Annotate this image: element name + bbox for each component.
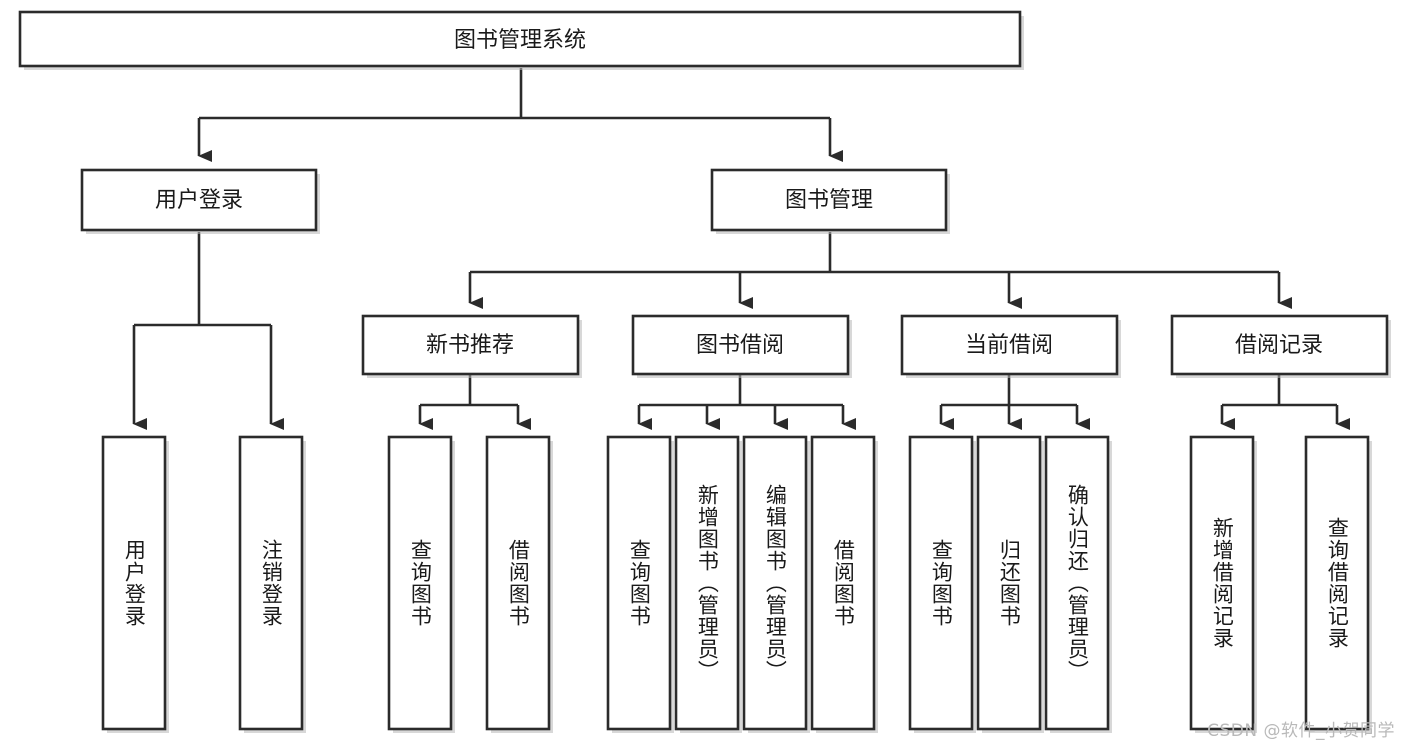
node-book-manage-rect (710, 168, 948, 232)
node-current-borrow-rect (900, 314, 1119, 376)
leaf-node-new-book-1[interactable] (387, 435, 455, 733)
leaf-rect (1189, 435, 1255, 731)
leaf-rect (606, 435, 672, 731)
leaf-node-user-login-1[interactable] (101, 435, 169, 733)
node-current-borrow-label: 当前借阅 (965, 333, 1053, 358)
leaf-node-current-borrow-1[interactable] (908, 435, 976, 733)
leaf-rect (1044, 435, 1110, 731)
node-user-login-label: 用户登录 (155, 188, 243, 213)
node-user-login[interactable]: 用户登录 (80, 168, 320, 234)
leaf-node-current-borrow-2[interactable] (976, 435, 1044, 733)
node-borrow-record[interactable]: 借阅记录 (1170, 314, 1391, 378)
node-book-borrow-label: 图书借阅 (696, 333, 784, 358)
node-borrow-record-rect (1170, 314, 1389, 376)
leaf-node-new-book-2[interactable] (485, 435, 553, 733)
node-book-borrow[interactable]: 图书借阅 (631, 314, 852, 378)
leaf-node-book-borrow-2[interactable] (674, 435, 742, 733)
node-book-manage-label: 图书管理 (785, 188, 873, 213)
leaf-rect (674, 435, 740, 731)
node-root-label: 图书管理系统 (454, 28, 586, 53)
node-book-borrow-rect (631, 314, 850, 376)
leaf-node-book-borrow-1[interactable] (606, 435, 674, 733)
leaf-rect (101, 435, 167, 731)
leaf-node-user-login-2[interactable] (238, 435, 306, 733)
leaf-rect (742, 435, 808, 731)
leaf-node-book-borrow-4[interactable] (810, 435, 878, 733)
node-root-rect (18, 10, 1022, 68)
leaf-rect (810, 435, 876, 731)
node-current-borrow[interactable]: 当前借阅 (900, 314, 1121, 378)
leaf-node-borrow-record-2[interactable] (1304, 435, 1372, 733)
node-root[interactable]: 图书管理系统 (18, 10, 1024, 70)
leaf-rect (238, 435, 304, 731)
leaf-node-book-borrow-3[interactable] (742, 435, 810, 733)
leaf-node-borrow-record-1[interactable] (1189, 435, 1257, 733)
node-new-book-recommend-rect (361, 314, 580, 376)
leaf-node-current-borrow-3[interactable] (1044, 435, 1112, 733)
node-new-book-recommend-label: 新书推荐 (426, 333, 514, 358)
node-new-book-recommend[interactable]: 新书推荐 (361, 314, 582, 378)
leaf-rect (485, 435, 551, 731)
node-user-login-rect (80, 168, 318, 232)
csdn-watermark: CSDN @软件_小贺同学 (1207, 721, 1395, 741)
node-book-manage[interactable]: 图书管理 (710, 168, 950, 234)
leaf-rect (387, 435, 453, 731)
leaf-rect (976, 435, 1042, 731)
node-borrow-record-label: 借阅记录 (1235, 333, 1323, 358)
connector-layer (132, 68, 1350, 430)
leaf-rect (908, 435, 974, 731)
leaf-rect (1304, 435, 1370, 731)
